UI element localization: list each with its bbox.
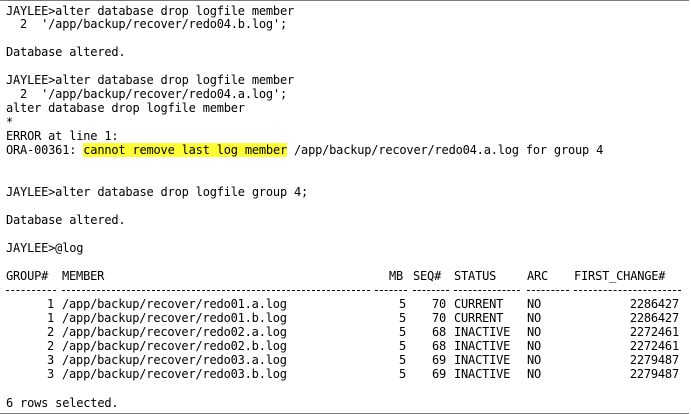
- cell-member: /app/backup/recover/redo02.b.log: [62, 339, 287, 353]
- cell-arc: NO: [527, 297, 542, 311]
- cell-member: /app/backup/recover/redo03.a.log: [62, 353, 287, 367]
- header-separator: [6, 290, 56, 291]
- column-header-first-change: FIRST_CHANGE#: [574, 269, 666, 283]
- cell-status: CURRENT: [454, 297, 504, 311]
- cell-status: INACTIVE: [454, 353, 511, 367]
- header-separator: [454, 290, 520, 291]
- cell-group: 3: [46, 353, 54, 367]
- sql-command-line: JAYLEE>alter database drop logfile membe…: [6, 73, 295, 87]
- cell-seq: 69: [431, 367, 446, 381]
- header-separator: [527, 290, 569, 291]
- cell-seq: 70: [431, 311, 446, 325]
- cell-status: INACTIVE: [454, 339, 511, 353]
- column-header-member: MEMBER: [62, 269, 105, 283]
- cell-seq: 68: [431, 325, 446, 339]
- cell-group: 1: [46, 311, 54, 325]
- cell-mb: 5: [398, 339, 406, 353]
- header-separator: [62, 290, 370, 291]
- cell-mb: 5: [398, 297, 406, 311]
- cell-member: /app/backup/recover/redo03.b.log: [62, 367, 287, 381]
- cell-status: INACTIVE: [454, 325, 511, 339]
- sql-continuation-line: 2 '/app/backup/recover/redo04.a.log';: [6, 87, 287, 101]
- row-count-message: 6 rows selected.: [6, 396, 119, 410]
- cell-arc: NO: [527, 311, 542, 325]
- cell-mb: 5: [398, 367, 406, 381]
- cell-mb: 5: [398, 311, 406, 325]
- cell-member: /app/backup/recover/redo01.b.log: [62, 311, 287, 325]
- cell-status: INACTIVE: [454, 367, 511, 381]
- column-header-status: STATUS: [454, 269, 497, 283]
- cell-arc: NO: [527, 325, 542, 339]
- cell-mb: 5: [398, 353, 406, 367]
- cell-group: 3: [46, 367, 54, 381]
- error-code: ORA-00361:: [6, 143, 84, 157]
- cell-arc: NO: [527, 353, 542, 367]
- error-marker: *: [6, 115, 14, 129]
- cell-seq: 68: [431, 339, 446, 353]
- cell-first-change: 2279487: [629, 353, 679, 367]
- column-header-mb: MB: [389, 269, 404, 283]
- result-message: Database altered.: [6, 45, 126, 59]
- error-detail: /app/backup/recover/redo04.a.log for gro…: [287, 143, 604, 157]
- header-separator: [375, 290, 407, 291]
- cell-mb: 5: [398, 325, 406, 339]
- cell-group: 1: [46, 297, 54, 311]
- column-header-seq: SEQ#: [413, 269, 442, 283]
- cell-seq: 69: [431, 353, 446, 367]
- cell-group: 2: [46, 325, 54, 339]
- cell-status: CURRENT: [454, 311, 504, 325]
- cell-first-change: 2279487: [629, 367, 679, 381]
- sql-command-line: JAYLEE>alter database drop logfile membe…: [6, 4, 295, 18]
- sql-command-line: JAYLEE>@log: [6, 241, 84, 255]
- sql-command-line: JAYLEE>alter database drop logfile group…: [6, 185, 309, 199]
- highlighted-error-text: cannot remove last log member: [83, 143, 287, 157]
- error-message: ORA-00361: cannot remove last log member…: [6, 143, 603, 157]
- header-separator: [413, 290, 449, 291]
- cell-member: /app/backup/recover/redo02.a.log: [62, 325, 287, 339]
- column-header-arc: ARC: [527, 269, 549, 283]
- column-header-group: GROUP#: [6, 269, 49, 283]
- cell-first-change: 2286427: [629, 311, 679, 325]
- sql-continuation-line: 2 '/app/backup/recover/redo04.b.log';: [6, 17, 287, 31]
- cell-first-change: 2272461: [629, 325, 679, 339]
- error-echo-line: alter database drop logfile member: [6, 101, 245, 115]
- header-separator: [574, 290, 681, 291]
- cell-first-change: 2286427: [629, 297, 679, 311]
- error-location: ERROR at line 1:: [6, 129, 119, 143]
- cell-seq: 70: [431, 297, 446, 311]
- cell-first-change: 2272461: [629, 339, 679, 353]
- result-message: Database altered.: [6, 213, 126, 227]
- cell-arc: NO: [527, 339, 542, 353]
- cell-member: /app/backup/recover/redo01.a.log: [62, 297, 287, 311]
- cell-group: 2: [46, 339, 54, 353]
- cell-arc: NO: [527, 367, 542, 381]
